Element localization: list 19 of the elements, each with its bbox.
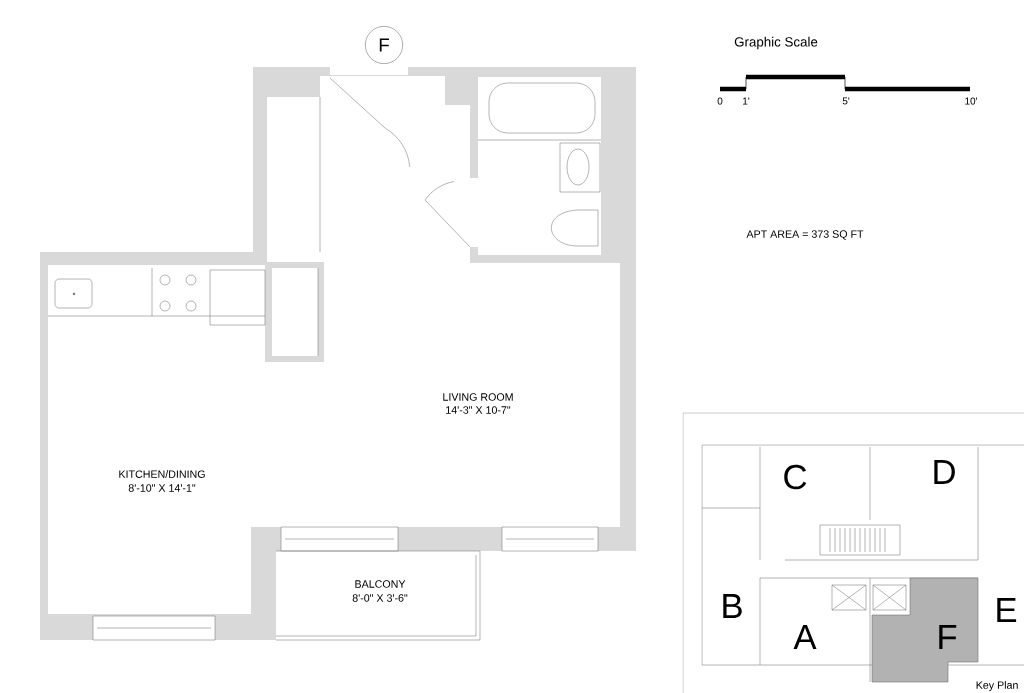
unit-letter: F [939, 625, 957, 649]
unit-letter: D [934, 460, 955, 484]
unit-letter: B [723, 594, 742, 618]
room-label: LIVING ROOM [443, 393, 513, 401]
key-plan-title: Key Plan [976, 681, 1018, 691]
scale-tick-label: 5' [842, 97, 850, 105]
scale-title: Graphic Scale [734, 36, 818, 50]
dimension-text: 8'-0" X 3'-6" [352, 594, 408, 602]
scale-tick-label: 1' [743, 97, 750, 105]
unit-letter: E [997, 598, 1017, 622]
dimension-text: 14'-3" X 10-7" [446, 406, 511, 414]
room-label: BALCONY [355, 580, 406, 588]
scale-tick-label: 0 [717, 97, 723, 105]
scale-tick-label: 10' [965, 97, 977, 105]
unit-letter: C [784, 464, 807, 490]
room-label: KITCHEN/DINING [119, 470, 205, 478]
unit-letter: A [793, 625, 817, 649]
dimension-text: 8'-10" X 14'-1" [128, 484, 196, 492]
area-note: APT AREA = 373 SQ FT [746, 230, 864, 240]
